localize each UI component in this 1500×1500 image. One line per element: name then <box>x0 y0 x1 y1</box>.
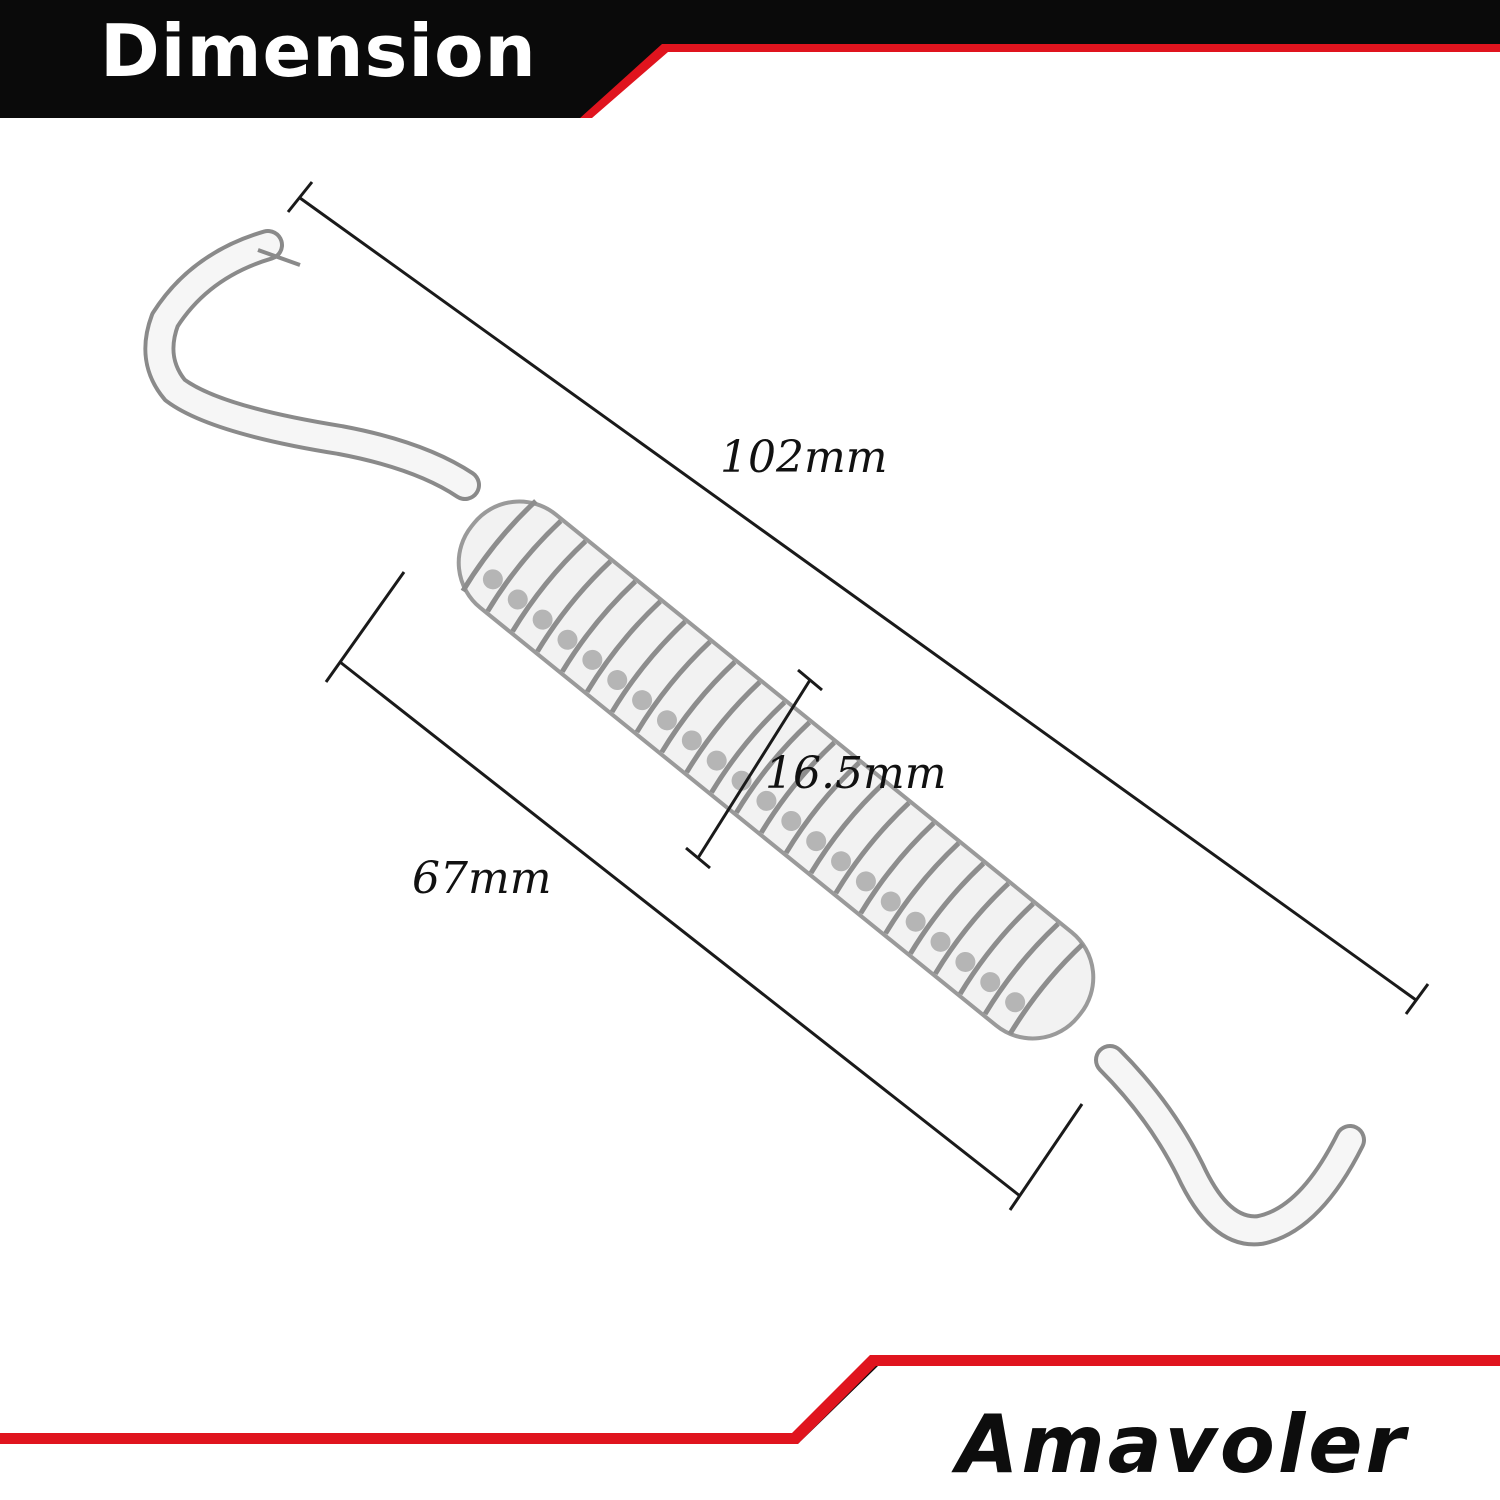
dimension-line-overall <box>286 181 1430 1015</box>
footer-band <box>0 1355 1500 1500</box>
dimension-line-diameter <box>685 668 823 870</box>
spring-icon <box>143 229 1366 1247</box>
coil-length-label: 67mm <box>412 853 552 904</box>
page-title: Dimension <box>100 9 537 93</box>
coil-diameter-label: 16.5mm <box>765 748 947 799</box>
brand-logo: Amavoler <box>956 1398 1408 1491</box>
header-band <box>0 0 1500 118</box>
overall-length-label: 102mm <box>720 432 888 483</box>
dimension-line-coil <box>324 571 1084 1211</box>
